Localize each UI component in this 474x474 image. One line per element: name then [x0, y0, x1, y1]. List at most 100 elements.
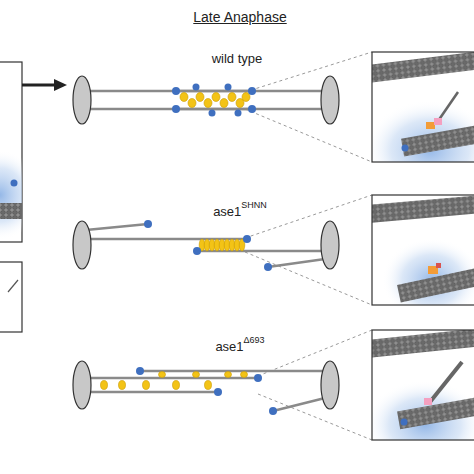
progression-arrow [22, 79, 67, 91]
spindle-delta693-part-part [119, 381, 126, 390]
spindle-label: ase1 [213, 205, 241, 218]
label-superscript: SHNN [241, 201, 267, 210]
spindle-shnn-part [268, 259, 325, 267]
progression-arrow-part [22, 84, 56, 87]
zoom-panel-part [372, 330, 474, 440]
spindle-delta693-part-part [214, 388, 222, 396]
spindle-wild-type-part-part [220, 99, 228, 108]
spindle-delta693-part-part [225, 372, 232, 378]
zoom-leader-part [245, 252, 372, 305]
partial-panel-part-part [0, 203, 22, 219]
zoom-panel-part-part [372, 52, 474, 84]
zoom-leader-part [258, 330, 372, 376]
zoom-panel-part [372, 195, 474, 305]
spindle-shnn-part-part [193, 247, 201, 255]
zoom-panel-part-part [402, 145, 409, 152]
spindle-label: ase1 [215, 340, 243, 353]
spindle-delta693-part-part [173, 381, 180, 390]
spindle-delta693-part [85, 391, 218, 394]
spindle-delta693-part-part [159, 372, 166, 378]
zoom-leader-part [258, 394, 372, 440]
zoom-panel-part-part [372, 195, 474, 224]
spindle-wild-type-part-part [172, 87, 180, 95]
zoom-panel-part [372, 52, 474, 162]
zoom-panel-part [372, 195, 474, 305]
spindle-delta693-part [101, 372, 248, 390]
spindle-shnn-part [199, 239, 245, 251]
partial-panel [0, 62, 40, 332]
spindle-wild-type-part-part [204, 99, 212, 108]
spindle-delta693-part-part [101, 381, 108, 390]
spindle-wild-type-part [180, 93, 250, 108]
spindle-wild-type-part [321, 76, 339, 124]
partial-panel-part [0, 150, 22, 240]
label-superscript: Δ693 [244, 336, 265, 345]
spindle-wild-type-part-part [188, 99, 196, 108]
spindle-shnn-part-part [144, 220, 152, 228]
zoom-panel-part-part [401, 419, 408, 426]
spindle-delta693-part [85, 377, 258, 380]
spindle-shnn [73, 220, 339, 271]
zoom-panel [359, 50, 474, 200]
spindle-wild-type-part-part [193, 84, 200, 91]
spindle-label: wild type [212, 52, 263, 65]
spindle-wild-type-part-part [212, 93, 220, 102]
spindle-delta693-part-part [205, 381, 212, 390]
partial-panel-part [11, 180, 18, 187]
zoom-panel-part-part [401, 123, 474, 156]
zoom-panel-part-part [372, 100, 474, 162]
spindle-wild-type-part-part [196, 93, 204, 102]
spindle-wild-type-part-part [225, 84, 232, 91]
spindle-wild-type-part [172, 84, 256, 117]
spindle-wild-type-part-part [172, 105, 180, 113]
zoom-panel-part-part [397, 396, 474, 429]
spindle-delta693-part [321, 361, 339, 409]
zoom-panel [359, 327, 474, 470]
zoom-panel [359, 194, 474, 322]
zoom-panel-part-part [397, 266, 474, 302]
zoom-leader-part [245, 52, 372, 92]
spindle-delta693-part-part [269, 407, 277, 415]
spindle-wild-type-part-part [235, 110, 242, 117]
spindle-delta693-part-part [254, 374, 262, 382]
spindle-delta693-part-part [193, 372, 200, 378]
zoom-panel-part-part [434, 118, 442, 125]
spindle-wild-type-part-part [209, 110, 216, 117]
progression-arrow-part [54, 79, 67, 91]
spindle-shnn-part [86, 224, 148, 230]
spindle-shnn-part [144, 220, 272, 271]
zoom-panel-part-part [426, 122, 435, 129]
spindle-delta693-part-part [143, 381, 150, 390]
spindle-shnn-part [321, 221, 339, 269]
zoom-panel-part-part [424, 398, 432, 405]
spindle-wild-type-part-part [248, 105, 256, 113]
spindle-wild-type-part-part [228, 93, 236, 102]
spindle-delta693-part [140, 370, 326, 373]
spindle-delta693-part-part [136, 367, 144, 375]
spindle-wild-type-part [73, 76, 91, 124]
spindle-delta693-part [273, 398, 325, 411]
spindle-delta693-part [136, 367, 277, 415]
partial-panel-part-part [0, 150, 22, 240]
spindle-delta693-part-part [241, 372, 248, 378]
spindle-wild-type-part-part [248, 87, 256, 95]
zoom-panel-part-part [436, 263, 441, 268]
diagram-title: Late Anaphase [193, 10, 286, 24]
spindle-wild-type [73, 76, 339, 124]
zoom-panel-part [372, 330, 474, 440]
partial-panel-part [8, 280, 18, 292]
spindle-wild-type-part-part [180, 93, 188, 102]
spindle-delta693 [73, 361, 339, 415]
spindle-shnn-part-part [243, 235, 251, 243]
zoom-panel-part-part [372, 330, 474, 359]
zoom-panel-part [372, 52, 474, 162]
zoom-leader-part [245, 109, 372, 162]
spindle-shnn-part-part [264, 263, 272, 271]
spindle-shnn-part [73, 221, 91, 269]
spindle-delta693-part [73, 361, 91, 409]
partial-panel-part [0, 262, 22, 332]
spindle-wild-type-part-part [242, 93, 250, 102]
zoom-panel-part-part [430, 362, 462, 402]
